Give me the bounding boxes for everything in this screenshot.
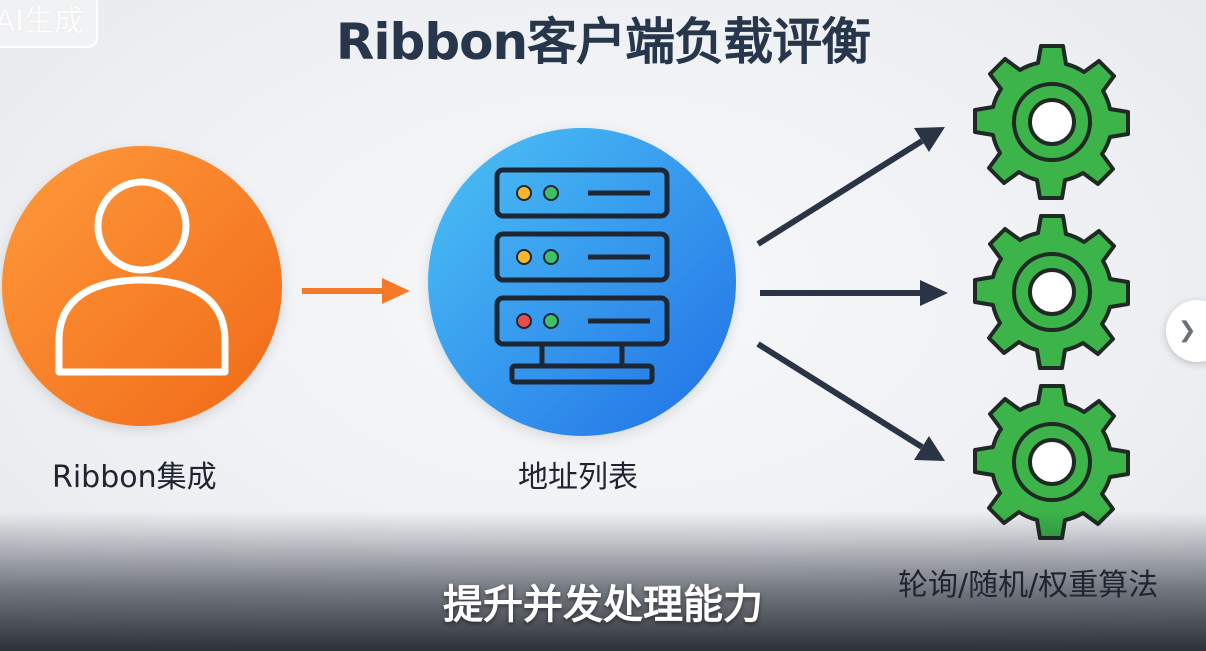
arrow-to-instance-2	[760, 280, 948, 306]
registry-label: 地址列表	[518, 460, 638, 495]
arrow-to-instance-3	[756, 341, 945, 461]
page-title: Ribbon客户端负载评衡	[335, 13, 871, 71]
chevron-right-icon: ❯	[1178, 318, 1197, 343]
gear-icon	[973, 44, 1130, 200]
client-node	[2, 146, 282, 426]
client-label: Ribbon集成	[52, 460, 217, 495]
ai-generated-badge: AI生成	[0, 0, 98, 48]
registry-node	[428, 128, 736, 436]
arrow-client-to-registry	[302, 278, 410, 304]
bottom-overlay	[0, 511, 1206, 651]
subtitle-caption: 提升并发处理能力	[443, 582, 763, 628]
server-icon	[494, 167, 670, 385]
user-icon	[55, 178, 229, 376]
algorithm-label: 轮询/随机/权重算法	[898, 568, 1159, 603]
gear-icon	[973, 214, 1130, 370]
arrow-to-instance-1	[756, 127, 945, 247]
